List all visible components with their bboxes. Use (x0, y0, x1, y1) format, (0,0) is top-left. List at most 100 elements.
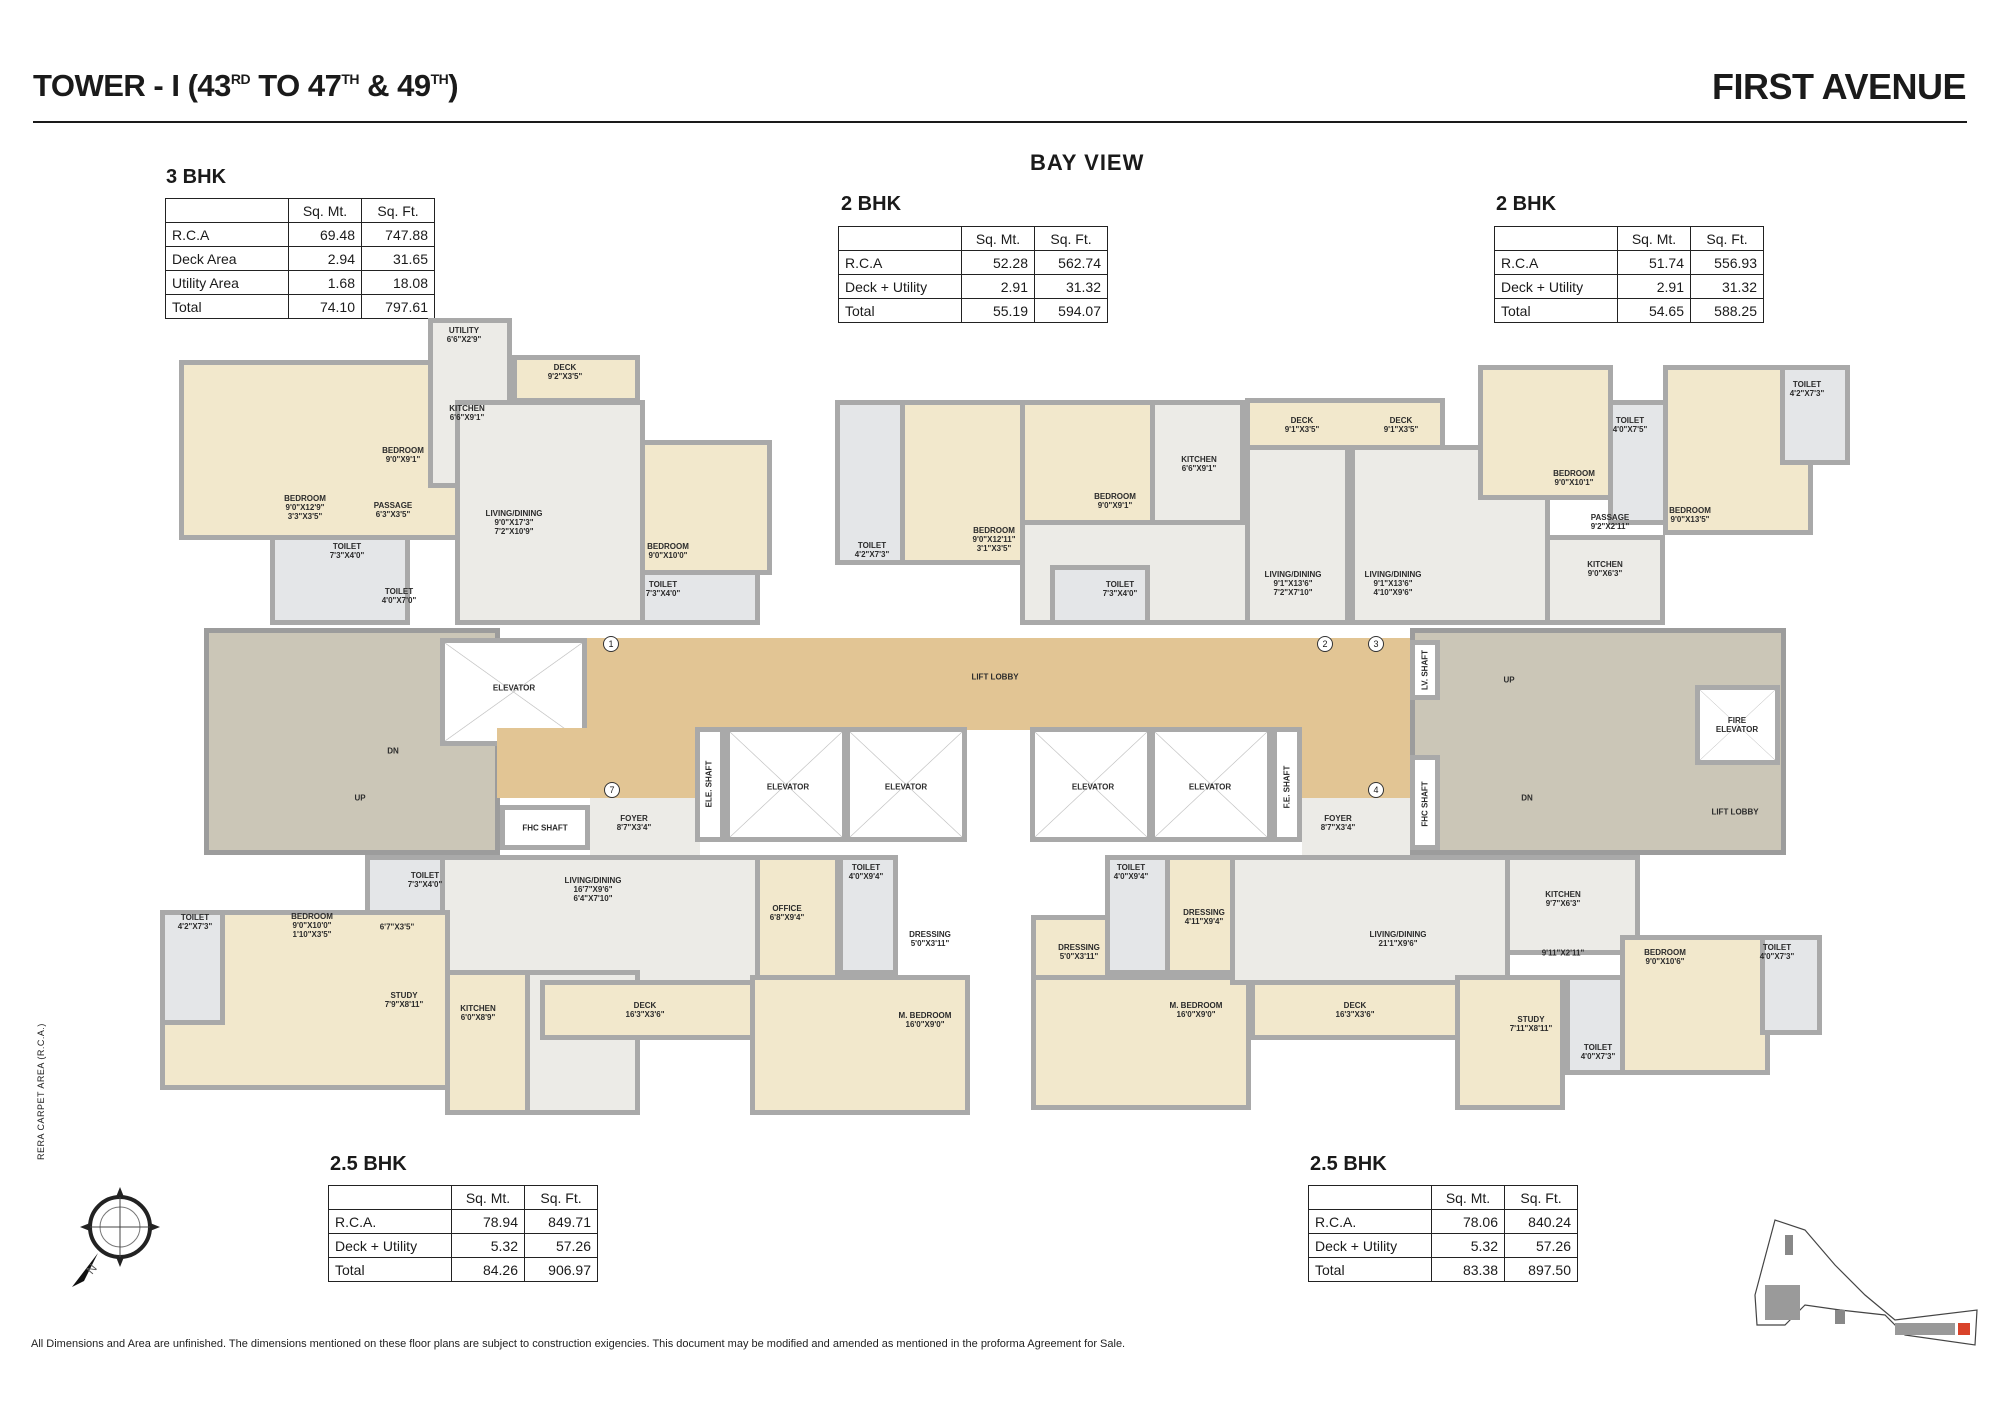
room-name: DECK (1343, 1000, 1367, 1010)
room-dimensions: 9'0"X17'3" 7'2"X10'9" (494, 518, 534, 537)
room-name: PASSAGE (1590, 512, 1630, 522)
row-label: R.C.A. (1308, 1209, 1432, 1234)
room-dimensions: 7'3"X4'0" (407, 880, 443, 889)
column-header: Sq. Mt. (288, 198, 362, 223)
room-dimensions: 6'7"X3'5" (379, 922, 415, 932)
area-value: 1.68 (288, 270, 362, 295)
room-dimensions: 16'3"X3'6" (625, 1010, 665, 1019)
row-label: Total (328, 1257, 452, 1282)
room-name: TOILET (384, 586, 414, 596)
core-label: ELEVATOR (884, 782, 928, 792)
room-dimensions: 7'3"X4'0" (329, 551, 365, 560)
room-name: DECK (1290, 415, 1314, 425)
table-header-row: Sq. Mt.Sq. Ft. (328, 1185, 598, 1210)
row-label: R.C.A (838, 250, 962, 275)
room-name: LIVING/DINING (564, 876, 622, 886)
room-dimensions: 6'6"X9'1" (1181, 464, 1217, 473)
table-header-row: Sq. Mt.Sq. Ft. (165, 198, 435, 223)
room-dimensions: 16'3"X3'6" (1335, 1010, 1375, 1019)
rera-note: RERA CARPET AREA (R.C.A.) (36, 1023, 46, 1160)
core-label: ELEVATOR (766, 782, 810, 792)
room-name: OFFICE (772, 903, 802, 913)
page-title: TOWER - I (43RD TO 47TH & 49TH) (33, 68, 459, 103)
unit-3bhk-living (455, 400, 645, 625)
unit-type-label: 2 BHK (841, 193, 902, 215)
core-label: ELE. SHAFT (704, 760, 714, 808)
room-name: TOILET (1792, 379, 1822, 389)
room-name: TOILET (851, 862, 881, 872)
room-name: BEDROOM (382, 445, 424, 455)
unit-25bhk-b-study (1455, 975, 1565, 1110)
area-value: 31.65 (361, 246, 435, 271)
area-value: 55.19 (961, 298, 1035, 323)
core-label: FHC SHAFT (1420, 781, 1430, 827)
area-value: 54.65 (1617, 298, 1691, 323)
room-dimensions: 4'2"X7'3" (177, 922, 213, 931)
room-name: LIVING/DINING (485, 509, 543, 519)
core-label: ELEVATOR (1071, 782, 1115, 792)
room-name: TOILET (1116, 862, 1146, 872)
site-building (1785, 1235, 1793, 1255)
room-dimensions: 7'9"X8'11" (384, 1000, 424, 1009)
unit-25bhk-b-kitchen (1505, 855, 1640, 955)
area-value: 52.28 (961, 250, 1035, 275)
room-name: TOILET (1615, 415, 1645, 425)
area-value: 849.71 (524, 1209, 598, 1234)
site-building (1895, 1323, 1955, 1335)
unit-2bhk-b-bedroom (1478, 365, 1613, 500)
core-label: LIFT LOBBY (1711, 807, 1759, 817)
row-label: Deck + Utility (328, 1233, 452, 1258)
elevator (1030, 727, 1152, 842)
area-value: 594.07 (1034, 298, 1108, 323)
unit-type-label: 2 BHK (1496, 193, 1557, 215)
area-value: 83.38 (1431, 1257, 1505, 1282)
room-name: DRESSING (1183, 907, 1225, 917)
area-value: 840.24 (1504, 1209, 1578, 1234)
site-building (1765, 1285, 1800, 1320)
row-label: R.C.A (1494, 250, 1618, 275)
room-dimensions: 9'11"X2'11" (1541, 948, 1585, 958)
column-header (1308, 1185, 1432, 1210)
room-name: BEDROOM (1094, 491, 1136, 501)
unit-2bhk-b-kitchen (1545, 535, 1665, 625)
room-name: BEDROOM (1644, 947, 1686, 957)
north-arrow (72, 1253, 98, 1287)
core-label: DN (387, 746, 399, 756)
room-name: M. BEDROOM (898, 1010, 952, 1020)
room-dimensions: 4'0"X9'4" (1113, 872, 1149, 881)
core-label: F.E. SHAFT (1282, 765, 1292, 809)
area-value: 51.74 (1617, 250, 1691, 275)
room-dimensions: 9'0"X6'3" (1587, 569, 1623, 578)
area-value: 31.32 (1034, 274, 1108, 299)
room-dimensions: 9'0"X10'0" (648, 551, 688, 560)
table-header-row: Sq. Mt.Sq. Ft. (1494, 226, 1764, 251)
unit-25bhk-a-toilet-3 (838, 855, 898, 975)
room-name: BEDROOM (291, 912, 333, 922)
room-dimensions: 16'0"X9'0" (1176, 1010, 1216, 1019)
room-name: KITCHEN (1181, 454, 1217, 464)
room-dimensions: 4'0"X7'0" (381, 596, 417, 605)
lift-lobby-left (497, 728, 702, 798)
area-value: 2.91 (961, 274, 1035, 299)
room-name: BEDROOM (284, 494, 326, 504)
unit-3bhk-toilets (270, 535, 410, 625)
unit-2bhk-b-toilet-2 (1780, 365, 1850, 465)
